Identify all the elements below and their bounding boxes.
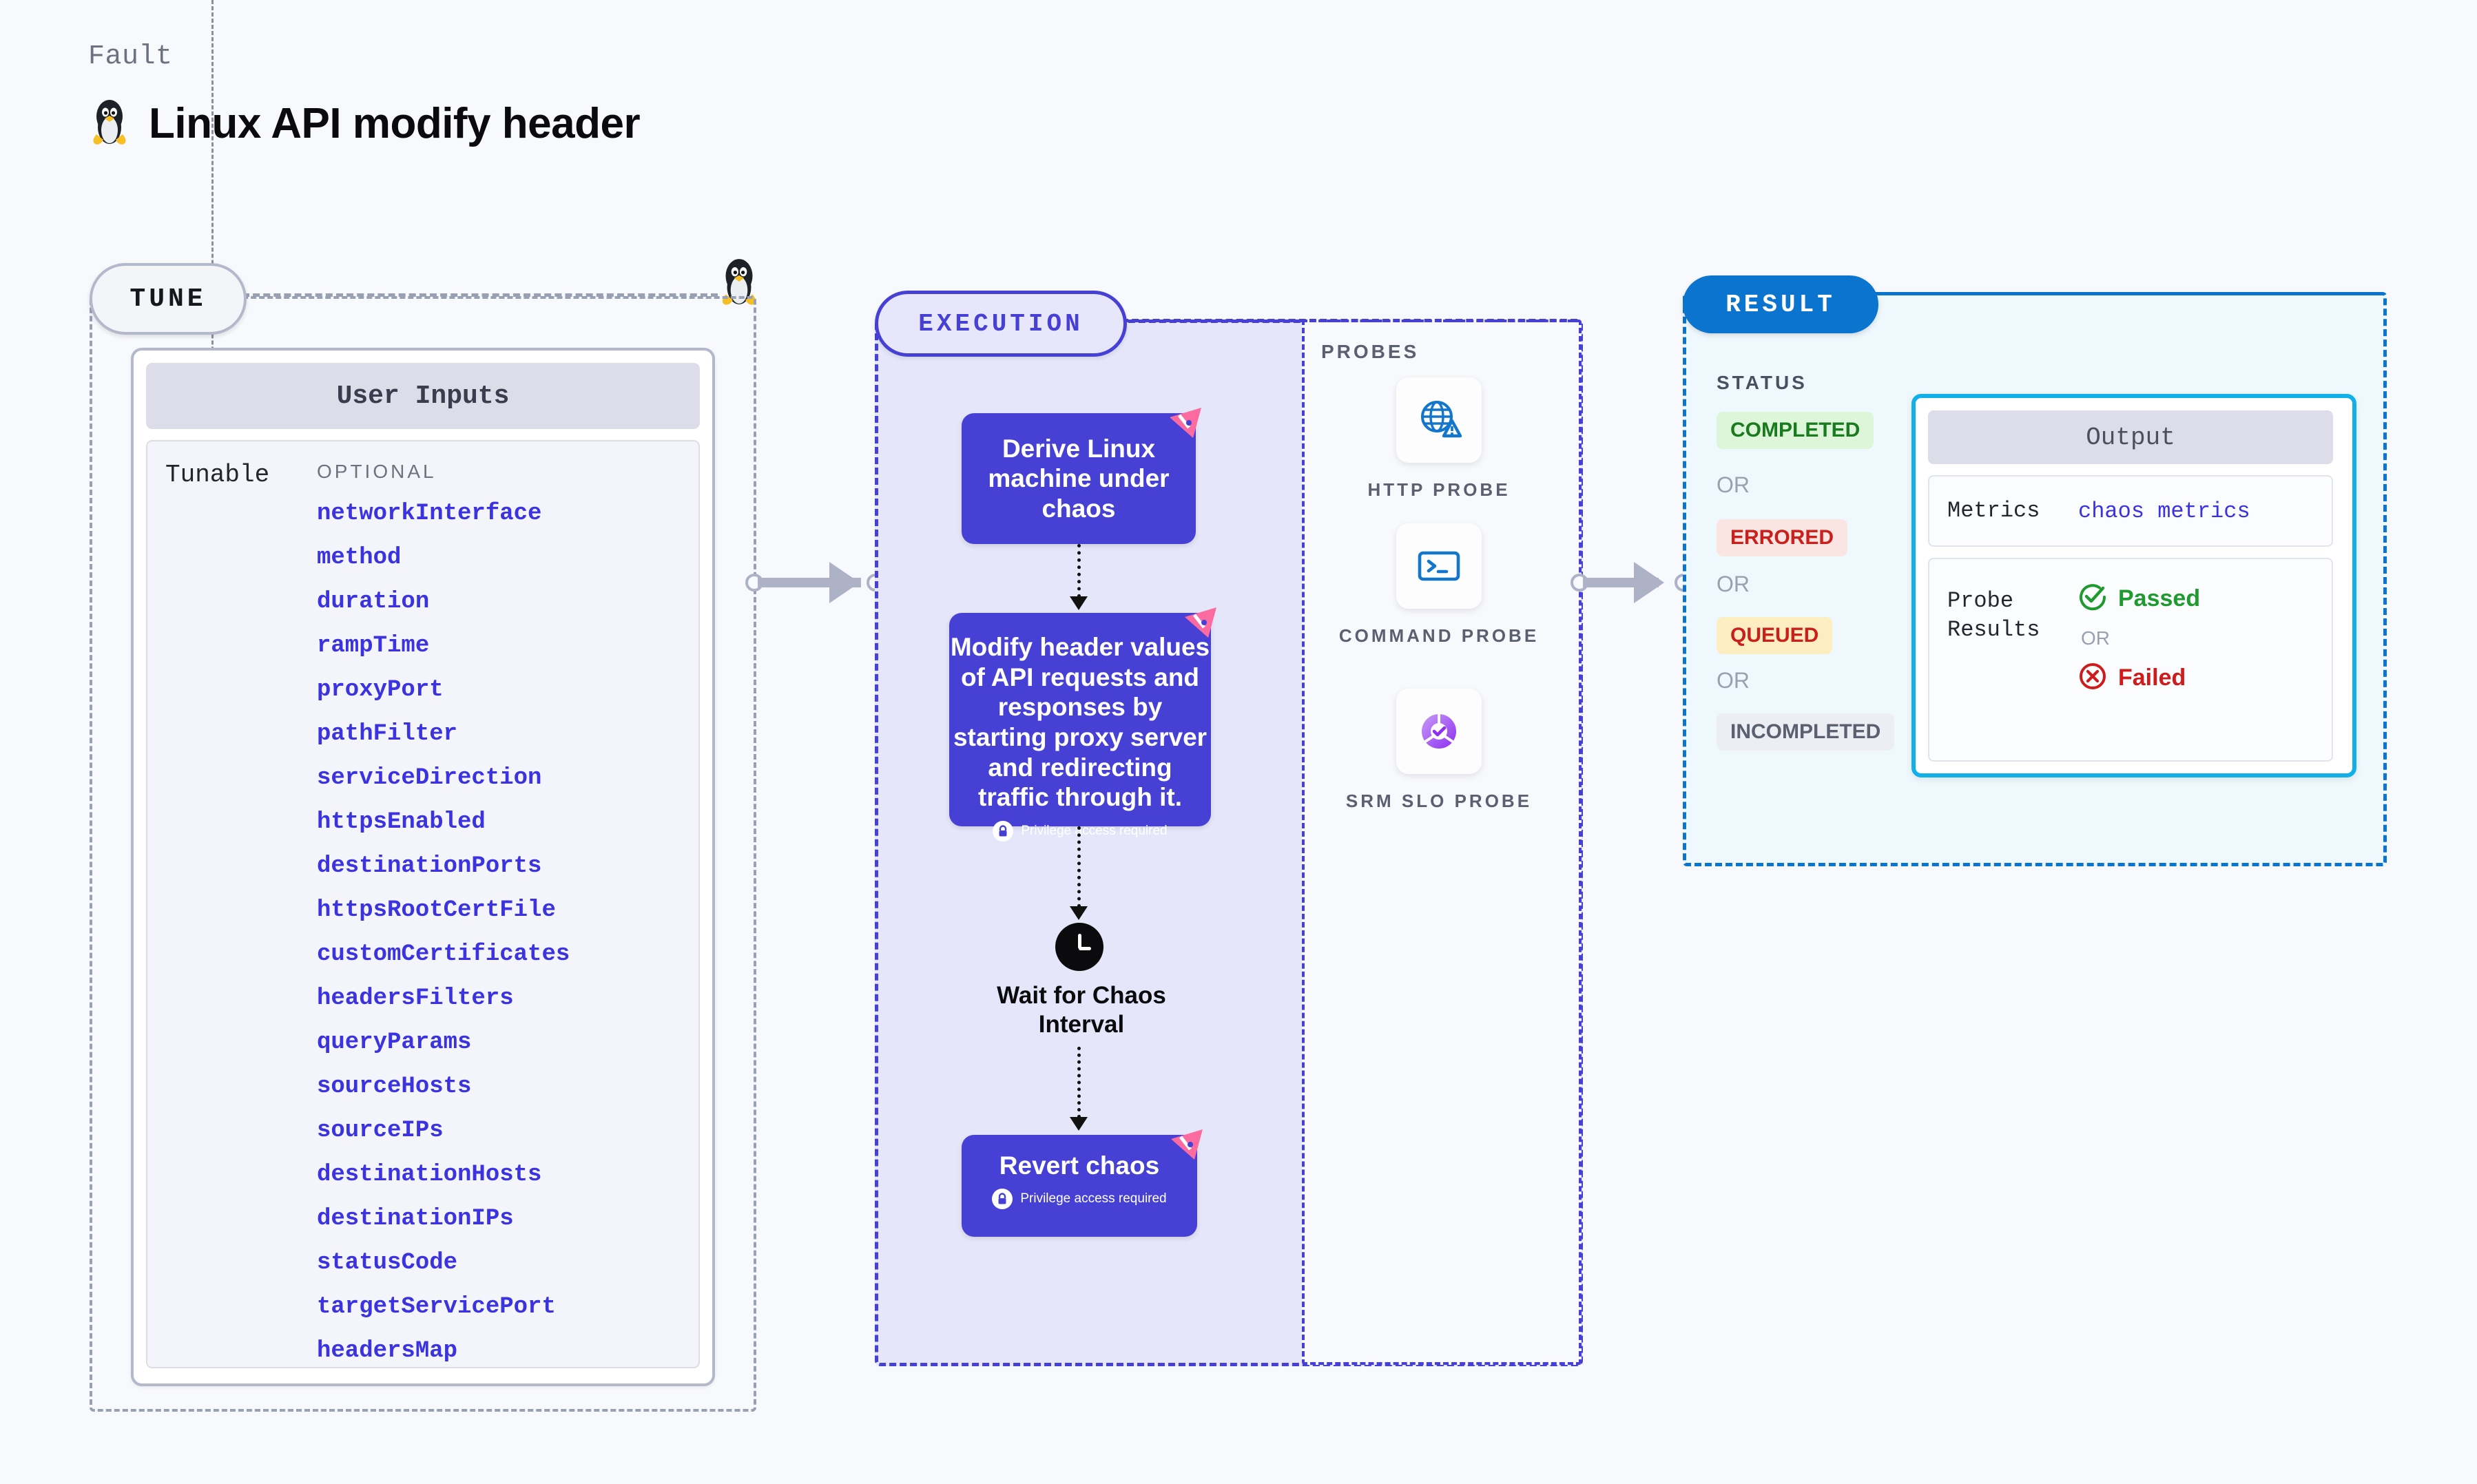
- tunable-param[interactable]: duration: [317, 589, 430, 615]
- user-inputs-header: User Inputs: [146, 363, 700, 429]
- flow-arrowhead-2: [1070, 906, 1088, 920]
- tunable-param[interactable]: destinationHosts: [317, 1162, 542, 1188]
- flow-arrowhead-3: [1070, 1117, 1088, 1131]
- wait-for-chaos-interval-label: Wait for Chaos Interval: [997, 982, 1166, 1038]
- tunable-param[interactable]: sourceIPs: [317, 1118, 444, 1144]
- metrics-value-link[interactable]: chaos metrics: [2078, 498, 2250, 524]
- execution-node-revert[interactable]: Revert chaos Privilege access required: [962, 1129, 1203, 1237]
- check-circle-icon: [2078, 583, 2107, 615]
- lock-icon: [993, 820, 1014, 842]
- status-title: STATUS: [1717, 372, 1807, 393]
- execution-node-revert-label: Revert chaos: [999, 1151, 1160, 1180]
- probe-result-passed: Passed: [2078, 583, 2200, 615]
- probes-title: PROBES: [1321, 341, 1420, 362]
- flow-line-3: [1077, 1047, 1081, 1118]
- tunable-param[interactable]: sourceHosts: [317, 1074, 472, 1100]
- tune-region-frame: [90, 296, 756, 1412]
- clock-icon: [1055, 923, 1103, 971]
- tunable-param[interactable]: customCertificates: [317, 941, 570, 968]
- execution-node-derive-label: Derive Linux machine under chaos: [988, 434, 1170, 523]
- chaos-ribbon-icon: [1167, 1125, 1207, 1165]
- or-label: OR: [1717, 668, 1750, 693]
- tunable-section: Tunable OPTIONAL networkInterface method d…: [146, 440, 700, 1368]
- slo-donut-check-icon: [1396, 689, 1482, 774]
- tunable-param[interactable]: httpsEnabled: [317, 809, 486, 835]
- fault-kind-label: Fault: [88, 41, 173, 72]
- result-section-pill[interactable]: RESULT: [1683, 275, 1878, 333]
- linux-penguin-icon: [88, 96, 131, 151]
- execution-node-modify-label: Modify header values of API requests and…: [950, 633, 1210, 812]
- tunable-param[interactable]: pathFilter: [317, 721, 458, 747]
- execution-section-pill[interactable]: EXECUTION: [875, 291, 1127, 357]
- tunable-param-list: networkInterface method duration rampTime pr…: [317, 501, 570, 1367]
- result-connector-dashed-line: [1878, 292, 2381, 295]
- tunable-param[interactable]: serviceDirection: [317, 765, 542, 791]
- title-row: Linux API modify header: [88, 96, 641, 151]
- probe-command-label: COMMAND PROBE: [1338, 625, 1540, 646]
- connector-arrowhead-exec: [829, 562, 860, 603]
- status-badge-incompleted: INCOMPLETED: [1717, 713, 1895, 751]
- privilege-badge: Privilege access required: [993, 820, 1168, 842]
- optional-params-column: OPTIONAL networkInterface method duration r…: [317, 461, 570, 1367]
- tunable-param[interactable]: httpsRootCertFile: [317, 897, 556, 923]
- lock-icon: [992, 1189, 1013, 1209]
- metrics-key: Metrics: [1947, 498, 2040, 524]
- flow-line-2: [1077, 826, 1081, 908]
- x-circle-icon: [2078, 662, 2107, 694]
- globe-warning-icon: [1396, 377, 1482, 463]
- connector-arrowhead-result: [1634, 562, 1664, 603]
- privilege-label: Privilege access required: [1021, 823, 1168, 838]
- tunable-label: Tunable: [165, 461, 270, 489]
- probe-srm-slo-label: SRM SLO PROBE: [1345, 791, 1533, 811]
- tunable-param[interactable]: headersMap: [317, 1338, 458, 1364]
- tunable-param[interactable]: statusCode: [317, 1250, 458, 1276]
- tunable-param[interactable]: proxyPort: [317, 677, 444, 703]
- tunable-param[interactable]: destinationIPs: [317, 1206, 514, 1232]
- probe-http-label: HTTP PROBE: [1367, 479, 1511, 500]
- tunable-param[interactable]: rampTime: [317, 633, 430, 659]
- execution-node-derive[interactable]: Derive Linux machine under chaos: [962, 408, 1201, 544]
- or-label: OR: [2081, 627, 2110, 649]
- tunable-param[interactable]: method: [317, 545, 402, 571]
- page-title: Linux API modify header: [149, 100, 641, 147]
- failed-label: Failed: [2118, 665, 2186, 691]
- status-badge-errored: ERRORED: [1717, 519, 1848, 556]
- tunable-param[interactable]: targetServicePort: [317, 1294, 556, 1320]
- probe-result-failed: Failed: [2078, 662, 2200, 694]
- flow-arrowhead-1: [1070, 596, 1088, 610]
- or-label: OR: [1717, 472, 1750, 497]
- tune-section-pill[interactable]: TUNE: [90, 263, 247, 335]
- execution-node-modify[interactable]: Modify header values of API requests and…: [949, 607, 1216, 842]
- privilege-label: Privilege access required: [1020, 1191, 1167, 1206]
- execution-connector-dashed-line: [1121, 319, 1577, 322]
- tunable-param[interactable]: destinationPorts: [317, 853, 542, 879]
- status-badge-completed: COMPLETED: [1717, 412, 1874, 449]
- passed-label: Passed: [2118, 585, 2201, 612]
- page-header: Fault Linux API modify header: [88, 41, 641, 151]
- status-badge-queued: QUEUED: [1717, 617, 1833, 654]
- tune-connector-dashed-line: [242, 293, 718, 297]
- optional-label: OPTIONAL: [317, 461, 437, 482]
- probes-region-frame: [1302, 320, 1582, 1365]
- output-metrics-row: Metrics chaos metrics: [1928, 475, 2333, 547]
- tunable-param[interactable]: networkInterface: [317, 501, 542, 527]
- flow-line-1: [1077, 544, 1081, 598]
- probe-http[interactable]: HTTP PROBE: [1302, 377, 1576, 502]
- user-inputs-card: User Inputs Tunable OPTIONAL networkInte…: [131, 348, 715, 1386]
- probe-command[interactable]: COMMAND PROBE: [1302, 523, 1576, 648]
- chaos-ribbon-icon: [1165, 404, 1205, 443]
- terminal-icon: [1396, 523, 1482, 609]
- tunable-param[interactable]: headersFilters: [317, 985, 514, 1012]
- chaos-ribbon-icon: [1181, 603, 1221, 643]
- or-label: OR: [1717, 572, 1750, 596]
- tunable-param[interactable]: queryParams: [317, 1030, 472, 1056]
- output-header: Output: [1928, 410, 2333, 464]
- privilege-badge: Privilege access required: [992, 1189, 1167, 1209]
- probe-srm-slo[interactable]: SRM SLO PROBE: [1302, 689, 1576, 813]
